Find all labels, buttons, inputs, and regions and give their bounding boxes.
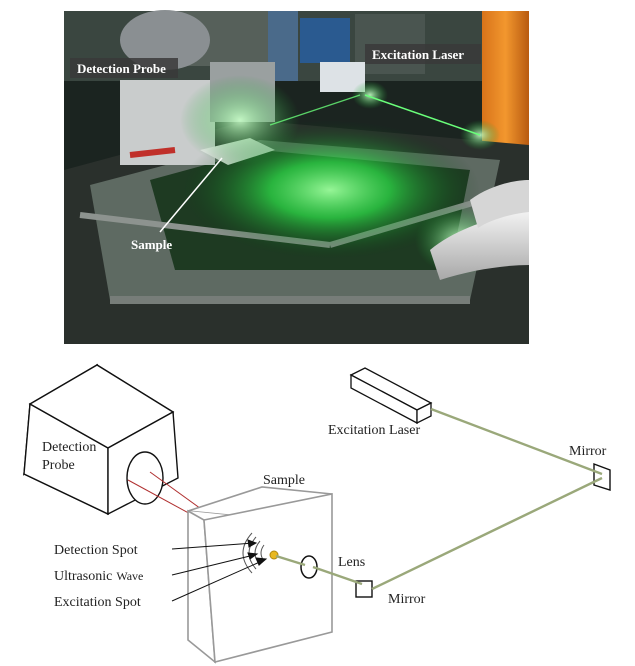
schematic-diagram: Detection Probe Sample Lens [22, 363, 611, 664]
diagram-label-lens: Lens [338, 555, 365, 570]
diagram-label-sample: Sample [263, 473, 305, 488]
photo-label-box-laser [365, 44, 481, 64]
diagram-label-detection: Detection [42, 440, 96, 455]
laser-beam-path [275, 407, 603, 591]
lens [300, 555, 318, 579]
photo-label-detection-probe: Detection Probe [77, 61, 166, 76]
photo-sample-arrow [159, 157, 223, 233]
detection-probe-box [22, 363, 179, 516]
diagram-label-excitation-spot: Excitation Spot [54, 595, 141, 610]
diagram-label-excitation-laser: Excitation Laser [328, 423, 420, 438]
lab-photo: Detection Probe Excitation Laser Sample [64, 10, 529, 344]
diagram-label-mirror-top: Mirror [569, 444, 607, 459]
mirror-top [593, 462, 611, 491]
diagram-label-ultrasonic: Ultrasonic Wave [54, 569, 143, 584]
photo-label-excitation-laser: Excitation Laser [372, 47, 464, 62]
photo-label-sample: Sample [131, 237, 172, 252]
callout-arrows [171, 539, 268, 602]
diagram-label-detection-spot: Detection Spot [54, 543, 138, 558]
diagram-label-probe: Probe [42, 458, 75, 473]
diagram-label-ultrasonic-b: Wave [116, 569, 143, 583]
excitation-laser-box [349, 367, 433, 425]
diagram-label-mirror-bottom: Mirror [388, 592, 426, 607]
detection-probe-lens-opening [126, 451, 164, 505]
sample-block [187, 486, 333, 664]
photo-label-box-detection [70, 58, 178, 78]
diagram-label-ultrasonic-a: Ultrasonic [54, 569, 112, 584]
